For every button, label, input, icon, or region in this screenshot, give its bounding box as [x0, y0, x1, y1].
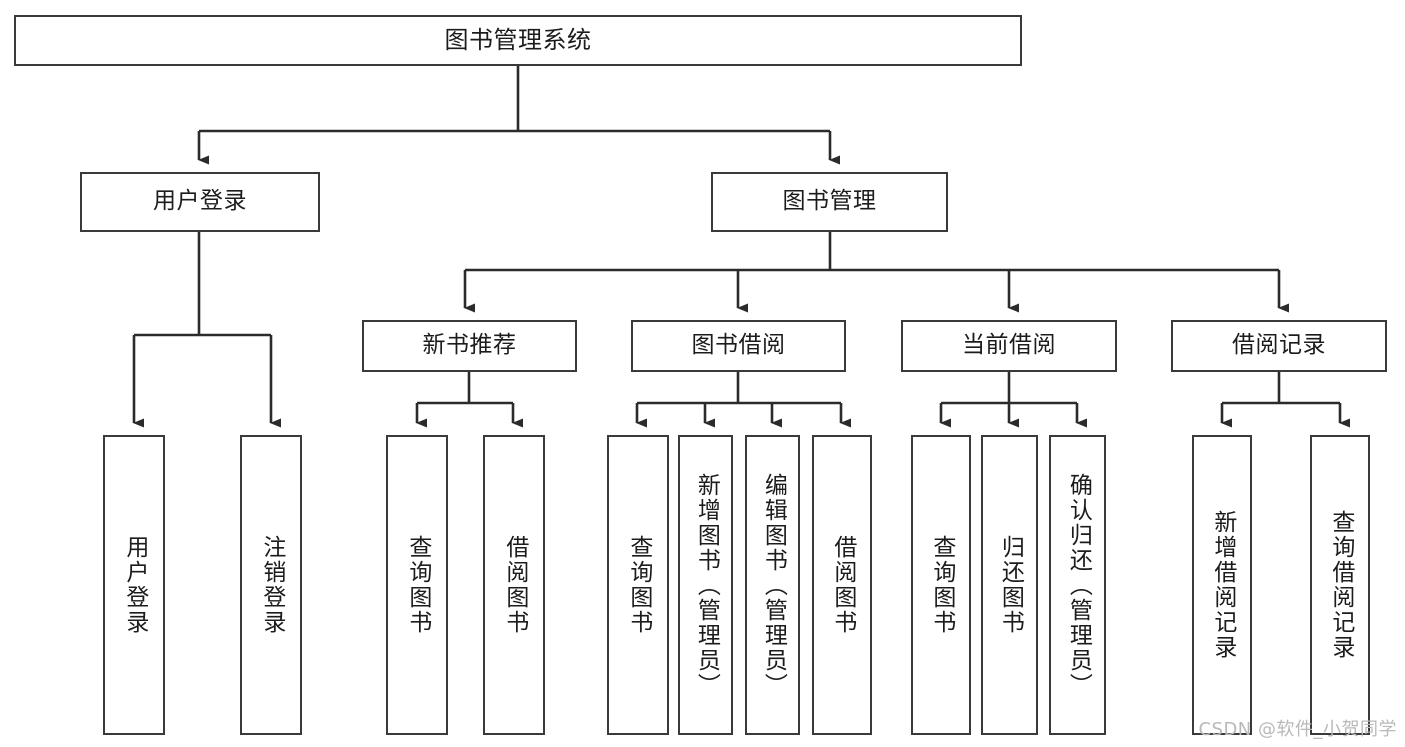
- node-leaf-return-book-label: 归还图书: [997, 535, 1024, 635]
- node-leaf-user-login[interactable]: 用户登录: [103, 435, 165, 735]
- node-leaf-borrow-book-recommend-label: 借阅图书: [501, 535, 528, 635]
- node-current-borrow-label: 当前借阅: [962, 332, 1056, 359]
- node-leaf-user-login-label: 用户登录: [121, 535, 148, 635]
- node-leaf-query-book-label: 查询图书: [625, 535, 652, 635]
- node-leaf-query-book-recommend[interactable]: 查询图书: [386, 435, 448, 735]
- node-leaf-query-book-current-label: 查询图书: [928, 535, 955, 635]
- node-book-borrow[interactable]: 图书借阅: [631, 320, 846, 372]
- node-leaf-return-book[interactable]: 归还图书: [981, 435, 1038, 735]
- node-leaf-add-borrow-record[interactable]: 新增借阅记录: [1192, 435, 1252, 735]
- node-borrow-record-label: 借阅记录: [1232, 332, 1326, 359]
- node-root-system[interactable]: 图书管理系统: [14, 15, 1022, 66]
- node-new-book-recommend-label: 新书推荐: [422, 332, 517, 359]
- node-leaf-query-book[interactable]: 查询图书: [607, 435, 669, 735]
- node-leaf-confirm-return-admin-label: 确认归还（管理员）: [1065, 472, 1092, 698]
- node-current-borrow[interactable]: 当前借阅: [901, 320, 1117, 372]
- node-root-label: 图书管理系统: [444, 26, 592, 55]
- node-borrow-record[interactable]: 借阅记录: [1171, 320, 1387, 372]
- node-leaf-query-book-recommend-label: 查询图书: [404, 535, 431, 635]
- node-user-login-label: 用户登录: [153, 188, 247, 215]
- node-leaf-logout-label: 注销登录: [258, 535, 285, 635]
- node-leaf-borrow-book-recommend[interactable]: 借阅图书: [483, 435, 545, 735]
- node-leaf-borrow-book-label: 借阅图书: [829, 535, 856, 635]
- node-book-management[interactable]: 图书管理: [711, 172, 948, 232]
- node-leaf-add-borrow-record-label: 新增借阅记录: [1209, 510, 1236, 660]
- node-leaf-add-book-admin[interactable]: 新增图书（管理员）: [678, 435, 733, 735]
- watermark-text: CSDN @软件_小贺同学: [1198, 719, 1397, 740]
- node-leaf-confirm-return-admin[interactable]: 确认归还（管理员）: [1049, 435, 1106, 735]
- node-leaf-add-book-admin-label: 新增图书（管理员）: [693, 472, 720, 698]
- node-leaf-edit-book-admin[interactable]: 编辑图书（管理员）: [745, 435, 800, 735]
- node-new-book-recommend[interactable]: 新书推荐: [362, 320, 577, 372]
- node-user-login[interactable]: 用户登录: [80, 172, 320, 232]
- node-leaf-logout[interactable]: 注销登录: [240, 435, 302, 735]
- node-leaf-query-book-current[interactable]: 查询图书: [911, 435, 971, 735]
- node-leaf-query-borrow-record[interactable]: 查询借阅记录: [1310, 435, 1370, 735]
- node-leaf-borrow-book[interactable]: 借阅图书: [812, 435, 872, 735]
- node-leaf-edit-book-admin-label: 编辑图书（管理员）: [760, 472, 787, 698]
- node-leaf-query-borrow-record-label: 查询借阅记录: [1327, 510, 1354, 660]
- node-book-management-label: 图书管理: [782, 188, 877, 215]
- node-book-borrow-label: 图书借阅: [691, 332, 786, 359]
